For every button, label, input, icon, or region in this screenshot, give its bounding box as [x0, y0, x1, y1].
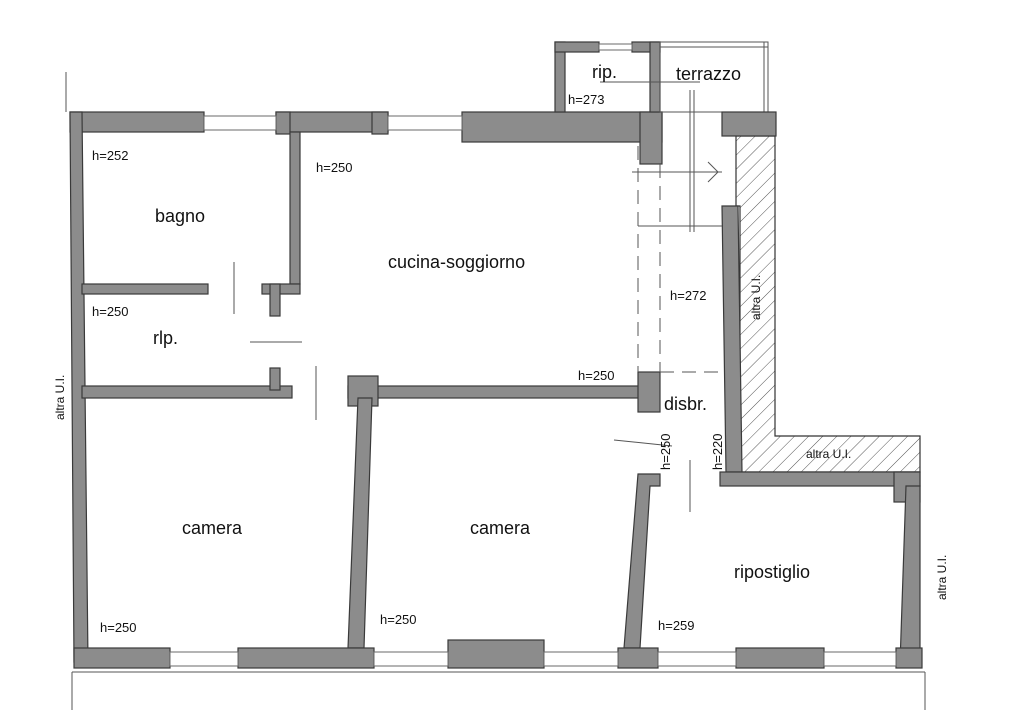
- wall-corridor-right: [721, 205, 743, 473]
- wall-bottom-5: [735, 647, 825, 669]
- wall-ripostiglio-right: [899, 485, 921, 665]
- wall-top-1: [69, 111, 205, 133]
- height-label-cucina-bottom: h=250: [578, 368, 615, 383]
- wall-bottom-3: [447, 639, 545, 669]
- wall-bagno-door-jamb: [269, 283, 281, 317]
- room-label-ripostiglio: ripostiglio: [734, 562, 810, 582]
- wall-top-post-3: [639, 111, 663, 165]
- wall-bottom-6: [895, 647, 923, 669]
- neighbor-label-bottom-hatch: altra U.I.: [806, 447, 851, 461]
- height-label-bagno: h=252: [92, 148, 129, 163]
- height-label-camera-left: h=250: [100, 620, 137, 635]
- wall-top-2: [275, 111, 389, 133]
- wall-pier-disbr: [637, 371, 661, 413]
- height-label-rlp: h=250: [92, 304, 129, 319]
- height-label-rip-top: h=273: [568, 92, 605, 107]
- wall-top-3: [461, 111, 663, 143]
- room-label-rip-top: rip.: [592, 62, 617, 82]
- room-label-disbr: disbr.: [664, 394, 707, 414]
- height-label-cucina-top: h=250: [316, 160, 353, 175]
- room-label-rlp: rlp.: [153, 328, 178, 348]
- wall-bottom-2: [237, 647, 375, 669]
- window-bottom-5: [823, 651, 897, 667]
- wall-top-post-1: [275, 111, 291, 135]
- window-bottom-2: [373, 651, 449, 667]
- corridor-arrow: [632, 161, 720, 183]
- wall-cucina-bottom: [347, 385, 641, 399]
- wall-rip-top-a: [554, 41, 600, 53]
- window-bottom-4: [657, 651, 737, 667]
- neighbor-hatched-area: [735, 135, 921, 473]
- wall-bagno-stub: [261, 283, 301, 295]
- wall-ripostiglio-top: [719, 471, 921, 487]
- room-label-terrazzo: terrazzo: [676, 64, 741, 84]
- wall-bagno-bottom: [81, 283, 209, 295]
- height-label-camera-center: h=250: [380, 612, 417, 627]
- room-label-camera-center: camera: [470, 518, 531, 538]
- neighbor-label-right-lower: altra U.I.: [935, 555, 949, 600]
- wall-bottom-1: [73, 647, 171, 669]
- terrazzo-outline: [659, 41, 769, 113]
- window-top-1: [203, 115, 277, 131]
- wall-between-cameras: [347, 397, 373, 649]
- room-label-bagno: bagno: [155, 206, 205, 226]
- wall-rip-right: [649, 41, 661, 113]
- wall-top-post-2: [371, 111, 389, 135]
- window-rip-top: [598, 43, 633, 51]
- wall-bottom-4: [617, 647, 659, 669]
- door-line-disbr: [613, 439, 673, 447]
- wall-rlp-door-jamb: [269, 367, 281, 391]
- wall-top-right-block: [721, 111, 777, 137]
- neighbor-label-right-upper: altra U.I.: [749, 275, 763, 320]
- wall-bagno-right: [289, 131, 301, 285]
- height-label-disbr-left: h=250: [658, 433, 673, 470]
- height-label-corridor: h=272: [670, 288, 707, 303]
- wall-camera-rip: [623, 473, 661, 649]
- window-top-2: [387, 115, 463, 131]
- height-label-ripostiglio: h=259: [658, 618, 695, 633]
- wall-rlp-bottom: [81, 385, 293, 399]
- height-label-disbr-right: h=220: [710, 433, 725, 470]
- room-label-camera-left: camera: [182, 518, 243, 538]
- room-label-cucina: cucina-soggiorno: [388, 252, 525, 272]
- neighbor-label-left: altra U.I.: [53, 375, 67, 420]
- window-bottom-3: [543, 651, 619, 667]
- window-bottom-1: [169, 651, 239, 667]
